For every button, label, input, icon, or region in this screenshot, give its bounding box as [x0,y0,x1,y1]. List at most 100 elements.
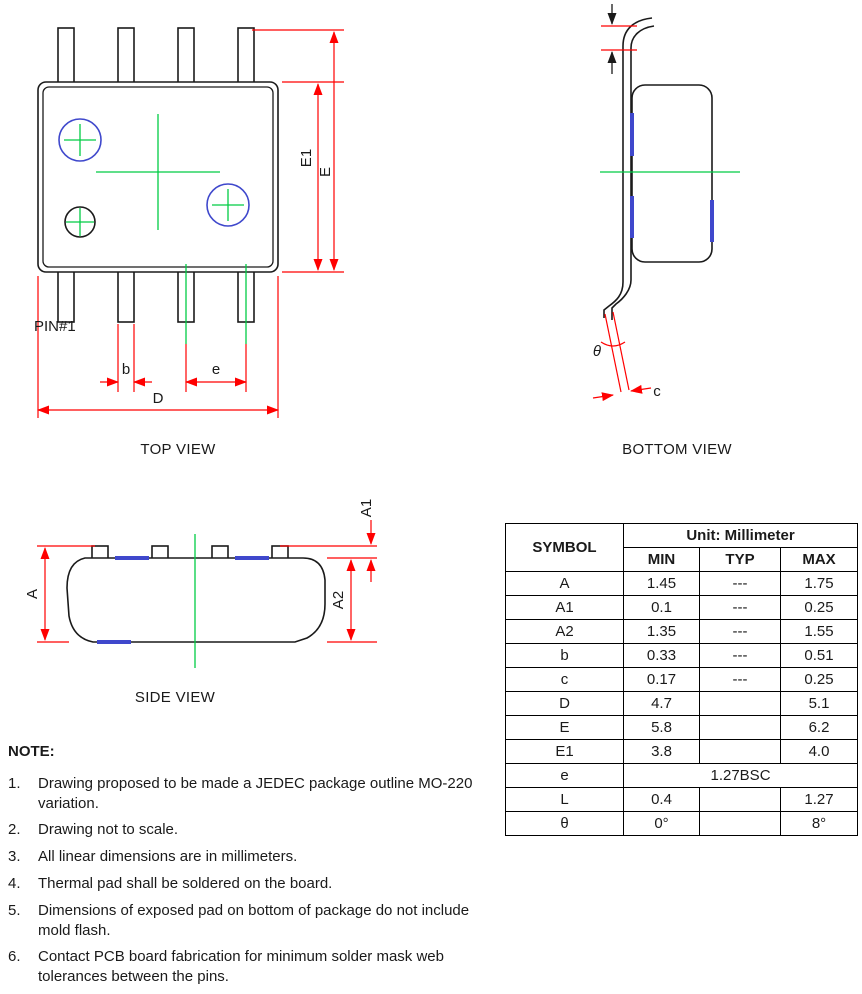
notes-title: NOTE: [8,743,55,760]
dimension-table: SYMBOL Unit: Millimeter MIN TYP MAX A 1.… [505,523,859,836]
typ-cell [699,811,781,836]
note-number: 1. [8,774,21,792]
pin1-label: PIN#1 [34,318,76,335]
min-cell: 1.45 [623,571,700,596]
table-row: θ 0° 8° [505,811,859,836]
dim-label-E: E [317,167,334,177]
note-item: 2. Drawing not to scale. [8,820,476,840]
min-cell: 0.17 [623,667,700,692]
typ-cell [699,787,781,812]
col-header-max: MAX [779,547,859,572]
max-cell: 8° [779,811,859,836]
typ-cell: --- [699,667,781,692]
min-cell: 1.35 [623,619,700,644]
symbol-cell: L [505,787,624,812]
max-cell: 0.51 [779,643,859,668]
table-row: A2 1.35 --- 1.55 [505,619,859,644]
typ-cell: --- [699,619,781,644]
min-cell: 0° [623,811,700,836]
note-number: 4. [8,874,21,892]
dimension-b: b [100,324,152,392]
table-row: D 4.7 5.1 [505,691,859,716]
lead-tip-dimension [601,4,637,74]
symbol-cell: c [505,667,624,692]
note-number: 5. [8,901,21,919]
max-cell: 6.2 [779,715,859,740]
typ-cell: --- [699,643,781,668]
pin1-indicator-circle [64,206,96,238]
typ-cell [699,739,781,764]
symbol-header: SYMBOL [505,523,624,572]
dim-label-c: c [653,383,661,400]
table-row: A 1.45 --- 1.75 [505,571,859,596]
table-row: A1 0.1 --- 0.25 [505,595,859,620]
side-view-caption: SIDE VIEW [134,689,216,706]
symbol-cell: e [505,763,624,788]
table-row: E 5.8 6.2 [505,715,859,740]
typ-cell: --- [699,595,781,620]
table-row: c 0.17 --- 0.25 [505,667,859,692]
max-cell: 5.1 [779,691,859,716]
span-cell: 1.27BSC [622,763,859,788]
top-view-caption: TOP VIEW [140,441,216,458]
note-item: 5. Dimensions of exposed pad on bottom o… [8,901,476,941]
min-cell: 0.1 [623,595,700,620]
typ-cell [699,691,781,716]
dimension-E: E1 E [252,29,344,273]
table-row: b 0.33 --- 0.51 [505,643,859,668]
dim-label-A: A [24,589,41,599]
dimension-D: D [37,276,279,418]
side-view-drawing: A A1 A2 [24,499,377,668]
dim-label-A1: A1 [358,499,375,517]
fiducial-circle-1 [58,118,102,162]
top-view-pins [57,27,255,323]
dim-label-theta: θ [593,343,601,360]
symbol-cell: A2 [505,619,624,644]
min-cell: 3.8 [623,739,700,764]
note-item: 6. Contact PCB board fabrication for min… [8,947,476,987]
table-row: E1 3.8 4.0 [505,739,859,764]
dim-label-A2: A2 [330,591,347,609]
min-cell: 0.33 [623,643,700,668]
notes-section: NOTE: 1. Drawing proposed to be made a J… [8,742,476,994]
pad-marks [630,113,714,242]
note-text: Thermal pad shall be soldered on the boa… [38,874,333,892]
note-item: 3. All linear dimensions are in millimet… [8,847,476,867]
symbol-cell: E1 [505,739,624,764]
symbol-cell: E [505,715,624,740]
fiducial-circle-2 [206,183,250,227]
min-cell: 0.4 [623,787,700,812]
dim-label-D: D [153,390,164,407]
center-crosshair [96,114,220,230]
top-view-drawing: E1 E b e D PIN#1 [34,27,344,418]
table-row: e 1.27BSC [505,763,859,788]
max-cell: 1.75 [779,571,859,596]
dimension-c: c [592,383,661,402]
dim-label-e: e [212,361,220,378]
symbol-cell: A [505,571,624,596]
dimension-A: A [24,545,95,643]
dimension-A1: A1 [280,499,377,582]
table-row: L 0.4 1.27 [505,787,859,812]
note-item: 1. Drawing proposed to be made a JEDEC p… [8,774,476,814]
side-view-body [66,557,326,643]
unit-header: Unit: Millimeter [622,523,859,548]
note-text: Contact PCB board fabrication for minimu… [38,948,444,986]
bottom-view-drawing: θ c [592,4,740,402]
note-text: Drawing not to scale. [38,821,179,839]
bottom-view-body [631,84,713,263]
note-number: 2. [8,821,21,839]
min-cell: 4.7 [623,691,700,716]
max-cell: 0.25 [779,667,859,692]
symbol-cell: θ [505,811,624,836]
symbol-cell: D [505,691,624,716]
min-cell: 5.8 [623,715,700,740]
dimension-theta: θ [593,311,630,393]
dimension-e: e [185,344,247,392]
col-header-min: MIN [623,547,700,572]
max-cell: 0.25 [779,595,859,620]
bottom-view-caption: BOTTOM VIEW [622,441,732,458]
typ-cell: --- [699,571,781,596]
note-number: 6. [8,948,21,966]
dim-label-b: b [122,361,130,378]
